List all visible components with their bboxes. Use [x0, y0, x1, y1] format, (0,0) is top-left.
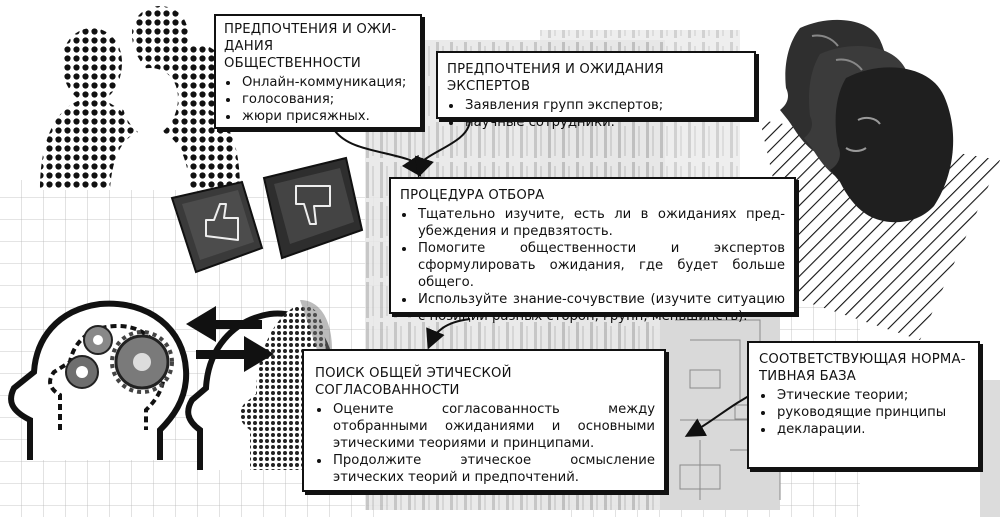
- list-item: жюри присяжных.: [240, 108, 412, 125]
- list-item: Онлайн-коммуникация;: [240, 74, 412, 91]
- list-item: Заявления групп экспертов;: [463, 97, 745, 114]
- ethical-consensus-list: Оцените согласованность между отобранным…: [315, 401, 655, 486]
- normative-base-box: СООТВЕТСТВУЮЩАЯ НОРМА-ТИВНАЯ БАЗА Этичес…: [747, 341, 980, 469]
- ethical-consensus-title: ПОИСК ОБЩЕЙ ЭТИЧЕСКОЙ СОГЛАСОВАННОСТИ: [315, 366, 512, 398]
- list-item: Этические теории;: [775, 387, 968, 404]
- public-expectations-list: Онлайн-коммуникация; голосования; жюри п…: [224, 74, 412, 125]
- list-item: Используйте знание-сочувствие (изучите с…: [416, 291, 785, 325]
- faces-profile-icon: [780, 19, 954, 223]
- normative-base-title: СООТВЕТСТВУЮЩАЯ НОРМА-ТИВНАЯ БАЗА: [759, 352, 966, 384]
- expert-expectations-title: ПРЕДПОЧТЕНИЯ И ОЖИДАНИЯ ЭКСПЕРТОВ: [447, 62, 664, 94]
- exchange-arrows-icon: [186, 306, 274, 372]
- public-expectations-title: ПРЕДПОЧТЕНИЯ И ОЖИ-ДАНИЯ ОБЩЕСТВЕННОСТИ: [224, 22, 397, 71]
- list-item: руководящие принципы: [775, 404, 968, 421]
- thumbs-up-key-icon: [170, 180, 264, 274]
- selection-procedure-title: ПРОЦЕДУРА ОТБОРА: [400, 188, 545, 203]
- selection-procedure-list: Тщательно изучите, есть ли в ожиданиях п…: [400, 206, 785, 325]
- list-item: Помогите общественности и экспертов сфор…: [416, 240, 785, 291]
- expert-expectations-list: Заявления групп экспертов; научные сотру…: [447, 97, 745, 131]
- gears-head-icon: [8, 300, 190, 460]
- list-item: Тщательно изучите, есть ли в ожиданиях п…: [416, 206, 785, 240]
- normative-base-list: Этические теории; руководящие принципы д…: [759, 387, 968, 438]
- expert-expectations-box: ПРЕДПОЧТЕНИЯ И ОЖИДАНИЯ ЭКСПЕРТОВ Заявле…: [436, 51, 756, 130]
- thumbs-down-key-icon: [262, 156, 364, 260]
- crowd-silhouette-icon: [40, 6, 240, 190]
- selection-procedure-box: ПРОЦЕДУРА ОТБОРА Тщательно изучите, есть…: [389, 177, 796, 324]
- list-item: Оцените согласованность между отобранным…: [331, 401, 655, 452]
- list-item: голосования;: [240, 91, 412, 108]
- list-item: научные сотрудники.: [463, 114, 745, 131]
- list-item: Продолжите этическое осмысление этически…: [331, 452, 655, 486]
- ethical-consensus-box: ПОИСК ОБЩЕЙ ЭТИЧЕСКОЙ СОГЛАСОВАННОСТИ Оц…: [302, 349, 666, 492]
- public-expectations-box: ПРЕДПОЧТЕНИЯ И ОЖИ-ДАНИЯ ОБЩЕСТВЕННОСТИ …: [214, 14, 422, 129]
- list-item: декларации.: [775, 421, 968, 438]
